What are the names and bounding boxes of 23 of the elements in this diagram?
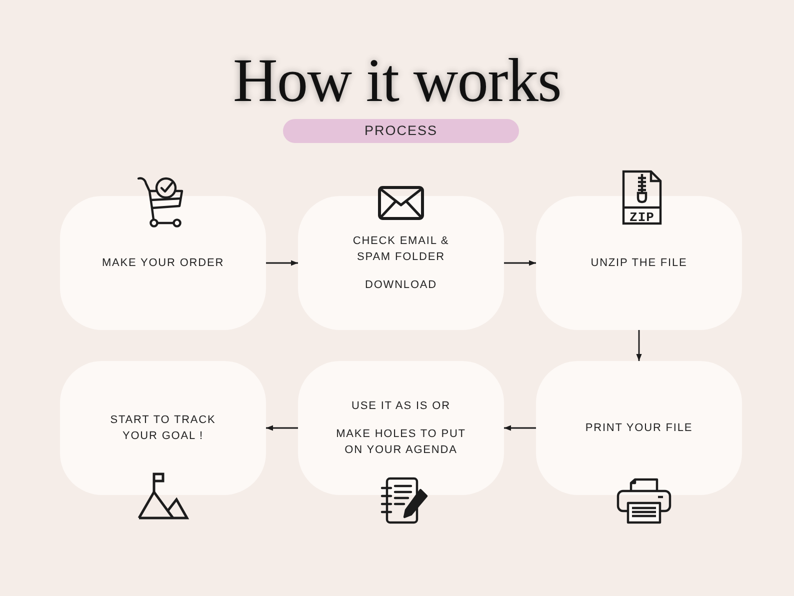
arrow [636,330,642,361]
step-text: USE IT AS IS OR [352,399,450,414]
step-text: DOWNLOAD [365,278,437,293]
arrow [266,425,298,431]
step-card [536,196,742,330]
step-text: MAKE YOUR ORDER [102,256,224,271]
step-card [60,196,266,330]
step-card [298,361,504,495]
arrow [266,260,298,266]
step-card [298,196,504,330]
page-title: How it works [233,50,561,112]
arrow [504,425,536,431]
step-text: UNZIP THE FILE [590,256,688,271]
step-card [536,361,742,495]
arrow [504,260,536,266]
step-card [60,361,266,495]
file-type-label: ZIP [630,211,654,224]
step-text: MAKE HOLES TO PUT ON YOUR AGENDA [335,427,467,458]
step-text: CHECK EMAIL & SPAM FOLDER [352,234,450,265]
step-text: PRINT YOUR FILE [585,421,693,436]
subtitle-pill [283,119,519,143]
subtitle-text: PROCESS [364,123,438,139]
step-text: START TO TRACK YOUR GOAL ! [109,413,217,444]
